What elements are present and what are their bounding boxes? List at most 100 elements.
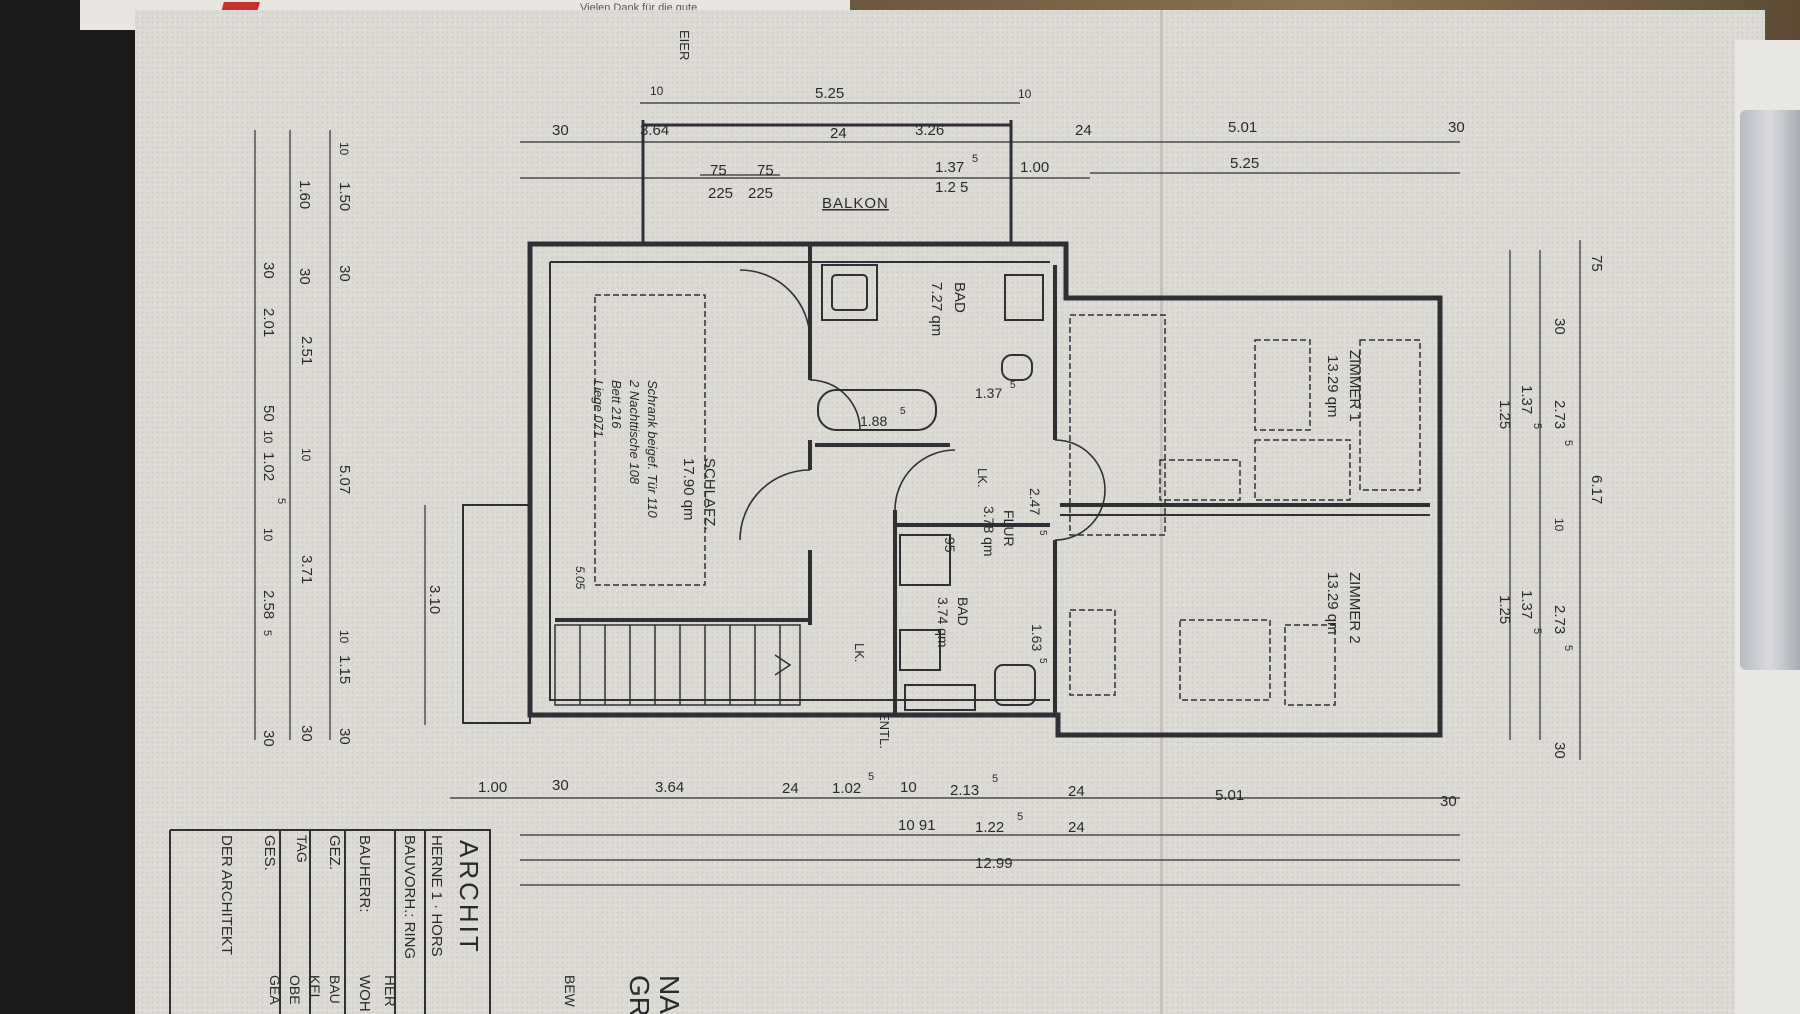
room-area-bad-small: 3.74 qm (935, 597, 951, 648)
door-swings (739, 269, 1106, 541)
dim-top-10a: 10 (650, 84, 664, 98)
dim-top-501: 5.01 (1228, 119, 1257, 136)
dim-bottom-213: 2.13 (950, 782, 979, 799)
dim-top-24a: 24 (830, 125, 847, 142)
dim-bath: 1.37 (975, 385, 1002, 401)
dim-right-75: 75 (1588, 255, 1605, 272)
dim-left-10c: 10 (299, 448, 313, 462)
dim-left-30c: 30 (260, 262, 277, 279)
dim-bottom-1299: 12.99 (975, 855, 1013, 872)
note-line-3: Bett 216 (609, 380, 624, 429)
stair-platform (462, 504, 531, 724)
dim-top-326: 3.26 (915, 122, 944, 139)
room-label-entl: ENTL. (877, 712, 892, 749)
room-label-bad-top: BAD (951, 282, 968, 313)
room-label-lk1: LK. (975, 468, 990, 488)
title-big-na: NA (654, 975, 685, 1014)
dim-left-2585: 2.58 (260, 590, 277, 619)
title-block: ARCHIT HERNE 1 · HORS BAUVORH.: RING HER… (218, 835, 685, 1014)
dim-bottom-30b: 30 (1440, 793, 1457, 810)
dim-right-1375a: 1.37 (1518, 385, 1535, 414)
room-label-eier: EIER (677, 30, 692, 60)
dim-top-1375-sup: 5 (972, 153, 978, 165)
title-col-kel: KEL (307, 975, 323, 1002)
dim-top-525: 5.25 (815, 85, 844, 102)
interior-walls (555, 244, 1430, 715)
title-big-gr: GR (624, 975, 655, 1014)
room-label-schlafz: SCHLAFZ. (701, 458, 718, 531)
top-dimensions: 10 5.25 10 30 3.64 24 3.26 24 5.01 30 75… (552, 84, 1465, 202)
dim-left-507: 5.07 (336, 465, 353, 494)
room-area-zimmer2: 13.29 qm (1324, 572, 1341, 635)
dim-lines-bottom (450, 797, 1460, 886)
dim-right-125a: 1.25 (1496, 400, 1513, 429)
dim-top-125: 1.2 5 (935, 179, 968, 196)
outer-walls (527, 241, 1443, 738)
left-dimensions: 10 1.50 1.60 30 30 30 2.01 2.51 50 10 1.… (260, 142, 443, 747)
dim-lines-left (254, 130, 426, 740)
dim-right-10: 10 (1552, 518, 1566, 532)
dim-left-10e: 10 (337, 630, 351, 644)
dim-left-150: 1.50 (336, 182, 353, 211)
title-city: HERNE 1 · HORS (428, 835, 445, 957)
dim-wall-sup: 5 (1037, 658, 1048, 664)
dim-left-310: 3.10 (426, 585, 443, 614)
dim-bath-sup: 5 (1010, 380, 1016, 391)
room-label-flur: FLUR (1001, 510, 1017, 547)
dim-small: 95 (942, 537, 958, 553)
dim-top-75b: 75 (757, 162, 774, 179)
room-area-zimmer1: 13.29 qm (1324, 355, 1341, 418)
dim-bottom-24: 24 (782, 780, 799, 797)
room-area-bad-top: 7.27 qm (928, 282, 945, 336)
dim-bottom-100: 1.00 (478, 779, 507, 796)
note-line-5: 5.05 (573, 566, 587, 590)
dim-top-30: 30 (552, 122, 569, 139)
dim-left-10: 10 (337, 142, 351, 156)
dim-top-30b: 30 (1448, 119, 1465, 136)
dim-right-1375b: 1.37 (1518, 590, 1535, 619)
bottom-dimensions: 1.00 30 3.64 24 1.02 5 10 2.13 5 24 5.01… (478, 771, 1457, 872)
note-line-2: 2 Nachttische 108 (627, 379, 642, 485)
dim-left-30e: 30 (298, 725, 315, 742)
dim-left-50: 50 (260, 405, 277, 422)
dim-left-10b: 10 (261, 430, 275, 444)
dim-right-617: 6.17 (1588, 475, 1605, 504)
dim-lines-top (520, 102, 1460, 179)
bath-fixtures (817, 264, 1044, 711)
room-label-zimmer1: ZIMMER 1 (1346, 350, 1363, 422)
title-bauvorh-val: HER (381, 975, 398, 1007)
right-dimensions: 75 30 1.25 1.37 5 2.73 5 6.17 10 1.25 1.… (1496, 255, 1605, 759)
dim-left-2585-sup: 5 (261, 630, 273, 636)
dim-right-2735a: 2.73 (1551, 400, 1568, 429)
dim-bottom-30: 30 (552, 777, 569, 794)
dim-right-2735a-sup: 5 (1562, 440, 1574, 446)
title-ges: GES. (261, 835, 278, 871)
dim-left-30f: 30 (260, 730, 277, 747)
dim-top-364: 3.64 (640, 122, 669, 139)
paper-fold-line (1160, 10, 1163, 1014)
dim-bottom-10: 10 (900, 779, 917, 796)
dim-tub-sup: 5 (900, 406, 906, 417)
dim-bottom-501: 5.01 (1215, 787, 1244, 804)
title-col-gea: GEA (267, 975, 283, 1005)
dim-bottom-24c: 24 (1068, 819, 1085, 836)
dim-bottom-102: 1.02 (832, 780, 861, 797)
room-area-flur: 3.78 qm (981, 506, 997, 557)
dim-left-10d: 10 (261, 528, 275, 542)
dim-left-30d: 30 (336, 728, 353, 745)
dim-bottom-1091: 10 91 (898, 817, 936, 834)
stairs (554, 624, 801, 706)
dim-top-525b: 5.25 (1230, 155, 1259, 172)
dim-right-1375b-sup: 5 (1531, 628, 1543, 634)
room-area-schlafz: 17.90 qm (680, 458, 697, 521)
title-bauherr: BAUHERR: (356, 835, 373, 913)
dim-bottom-102-sup: 5 (868, 771, 874, 783)
dim-left-1025-sup: 5 (275, 498, 287, 504)
room-label-balkon: BALKON (822, 195, 889, 212)
dim-flur-sup: 5 (1037, 530, 1048, 536)
title-architekt: DER ARCHITEKT (218, 835, 235, 955)
title-col-obe: OBE (287, 975, 303, 1005)
dim-wall: 1.63 (1029, 624, 1045, 651)
dim-left-251: 2.51 (298, 336, 315, 365)
